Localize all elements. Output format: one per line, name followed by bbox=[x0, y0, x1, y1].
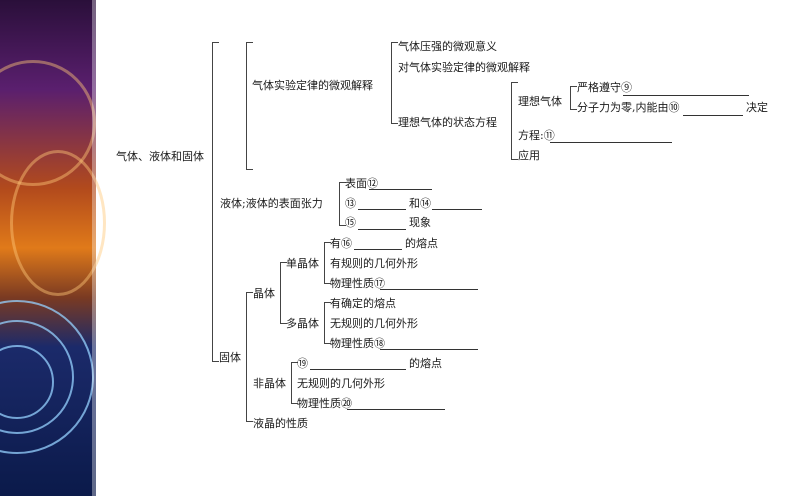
and-14-label: 和⑭ bbox=[409, 197, 431, 210]
amorph-melting-post: 的熔点 bbox=[409, 357, 442, 370]
crystal-label: 晶体 bbox=[253, 287, 275, 300]
single-melting-pre: 有⑯ bbox=[330, 237, 352, 250]
single-shape: 有规则的几何外形 bbox=[330, 257, 418, 270]
blank-13 bbox=[358, 209, 406, 210]
pressure-meaning: 气体压强的微观意义 bbox=[398, 40, 497, 53]
liquid-bracket bbox=[339, 182, 346, 226]
poly-crystal-bracket bbox=[324, 302, 331, 344]
blank-20 bbox=[347, 409, 445, 410]
blank-16 bbox=[354, 249, 402, 250]
root-bracket bbox=[212, 42, 219, 362]
single-property: 物理性质⑰ bbox=[330, 277, 385, 290]
law-explanation: 对气体实验定律的微观解释 bbox=[398, 61, 530, 74]
gas-branch-label: 气体实验定律的微观解释 bbox=[252, 79, 373, 92]
ideal-state-equation: 理想气体的状态方程 bbox=[398, 116, 497, 129]
amorphous-label: 非晶体 bbox=[253, 377, 286, 390]
poly-melting: 有确定的熔点 bbox=[330, 297, 396, 310]
blank-19 bbox=[310, 369, 406, 370]
blank-11 bbox=[550, 142, 672, 143]
poly-shape: 无规则的几何外形 bbox=[330, 317, 418, 330]
ideal-gas-bracket bbox=[570, 86, 577, 110]
poly-crystal-label: 多晶体 bbox=[286, 317, 319, 330]
blank-18 bbox=[380, 349, 478, 350]
phenomenon-label: 现象 bbox=[409, 216, 431, 229]
gas-sub-bracket bbox=[391, 42, 398, 124]
molecular-force: 分子力为零,内能由⑩ bbox=[577, 101, 680, 114]
decorative-side-banner bbox=[0, 0, 106, 496]
application-label: 应用 bbox=[518, 149, 540, 162]
gas-bracket bbox=[246, 42, 253, 170]
blank-12 bbox=[369, 189, 432, 190]
decides-label: 决定 bbox=[746, 101, 768, 114]
solid-bracket bbox=[246, 292, 253, 422]
blank-9 bbox=[623, 95, 749, 96]
strict-follow: 严格遵守⑨ bbox=[577, 81, 632, 94]
poly-property: 物理性质⑱ bbox=[330, 337, 385, 350]
amorphous-bracket bbox=[291, 362, 298, 404]
single-melting-post: 的熔点 bbox=[405, 237, 438, 250]
blank-15 bbox=[358, 229, 406, 230]
surface-label: 表面⑫ bbox=[345, 177, 378, 190]
blank-14 bbox=[432, 209, 482, 210]
blank-10 bbox=[683, 115, 743, 116]
equation-label: 方程:⑪ bbox=[518, 129, 555, 142]
ideal-gas-label: 理想气体 bbox=[518, 95, 562, 108]
single-crystal-bracket bbox=[324, 242, 331, 284]
crystal-bracket bbox=[280, 262, 287, 324]
blank-17 bbox=[380, 289, 478, 290]
root-title: 气体、液体和固体 bbox=[116, 150, 204, 163]
solid-branch-label: 固体 bbox=[219, 351, 241, 364]
amorph-melting-pre: ⑲ bbox=[297, 357, 308, 370]
amorph-shape: 无规则的几何外形 bbox=[297, 377, 385, 390]
liquid-branch-label: 液体;液体的表面张力 bbox=[220, 197, 323, 210]
amorph-property: 物理性质⑳ bbox=[297, 397, 352, 410]
ideal-bracket bbox=[511, 82, 518, 160]
liquid-crystal-label: 液晶的性质 bbox=[253, 417, 308, 430]
blank-15-label: ⑮ bbox=[345, 216, 356, 229]
blank-13-label: ⑬ bbox=[345, 197, 356, 210]
single-crystal-label: 单晶体 bbox=[286, 257, 319, 270]
